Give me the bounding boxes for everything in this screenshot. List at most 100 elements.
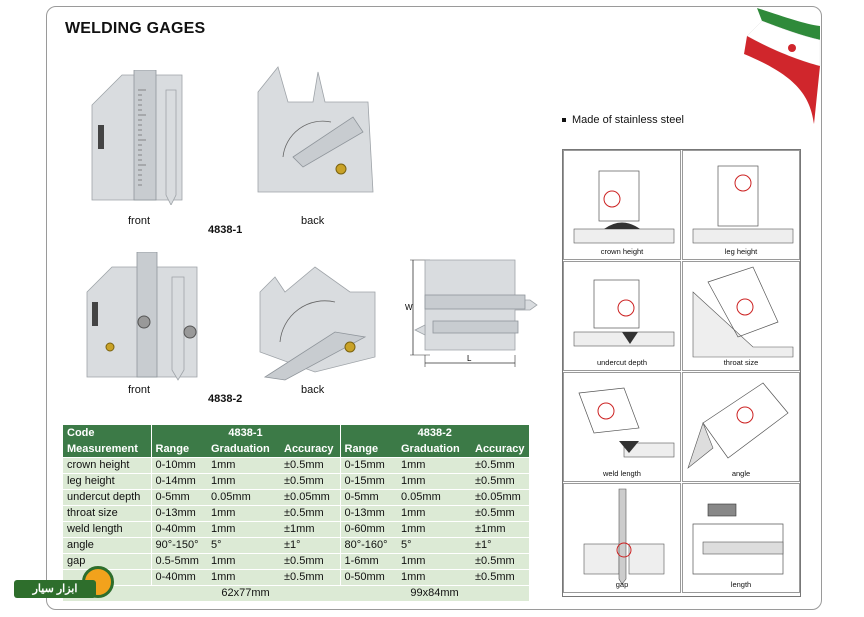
usage-cell: leg height bbox=[682, 150, 800, 260]
usage-cell: length bbox=[682, 483, 800, 593]
table-cell: 0-5mm bbox=[150, 488, 207, 505]
table-cell: 0.05mm bbox=[397, 488, 471, 505]
table-cell: 0-13mm bbox=[150, 504, 207, 521]
set2-back-label: back bbox=[301, 384, 325, 396]
table-cell: 1-6mm bbox=[339, 552, 397, 569]
table-cell: 0-5mm bbox=[339, 488, 397, 505]
table-cell: 0.5-5mm bbox=[150, 552, 207, 569]
usage-cell: throat size bbox=[682, 261, 800, 371]
table-cell: ±0.5mm bbox=[471, 456, 529, 473]
code-4838-2-header: 4838-2 bbox=[339, 425, 529, 441]
table-cell: ±1mm bbox=[471, 520, 529, 537]
usage-caption: crown height bbox=[600, 247, 644, 256]
table-cell: ±1° bbox=[471, 536, 529, 553]
usage-caption: gap bbox=[615, 580, 629, 589]
range-header: Range bbox=[339, 441, 397, 457]
usage-caption: throat size bbox=[723, 358, 759, 367]
shop-logo-text: ابزار سیار bbox=[14, 580, 96, 598]
table-cell: 0-40mm bbox=[150, 568, 207, 585]
table-cell: 1mm bbox=[397, 504, 471, 521]
table-cell: 0-15mm bbox=[339, 472, 397, 489]
usage-caption: weld length bbox=[603, 469, 641, 478]
table-cell: 0-40mm bbox=[150, 520, 207, 537]
usage-cell: gap bbox=[563, 483, 681, 593]
table-cell: 1mm bbox=[207, 472, 280, 489]
usage-cell: undercut depth bbox=[563, 261, 681, 371]
set1-back-label: back bbox=[301, 215, 325, 227]
table-cell: 0-50mm bbox=[339, 568, 397, 585]
table-cell: 1mm bbox=[397, 568, 471, 585]
table-cell: 1mm bbox=[397, 520, 471, 537]
measurement-cell: crown height bbox=[63, 456, 151, 473]
table-cell: ±0.5mm bbox=[471, 552, 529, 569]
graduation-header: Graduation bbox=[207, 441, 280, 457]
spec-table: Code 4838-1 4838-2 Measurement Range Gra… bbox=[63, 425, 529, 601]
set2-front-label: front bbox=[128, 384, 151, 396]
table-cell: 1mm bbox=[397, 552, 471, 569]
table-cell: 80°-160° bbox=[339, 536, 397, 553]
material-note: Made of stainless steel bbox=[562, 114, 684, 126]
table-cell: 90°-150° bbox=[150, 536, 207, 553]
table-subheader-row: Measurement Range Graduation Accuracy Ra… bbox=[63, 441, 529, 457]
table-cell: 1mm bbox=[207, 456, 280, 473]
table-cell: 1mm bbox=[207, 568, 280, 585]
table-cell: 0-15mm bbox=[339, 456, 397, 473]
measurement-cell: undercut depth bbox=[63, 488, 151, 505]
table-cell: 1mm bbox=[397, 456, 471, 473]
usage-caption: leg height bbox=[724, 247, 758, 256]
length-label: L bbox=[467, 354, 472, 363]
flag-ribbon-logo bbox=[744, 8, 821, 124]
dimension-drawing: W L bbox=[405, 259, 538, 367]
table-cell: 0-13mm bbox=[339, 504, 397, 521]
measurement-header: Measurement bbox=[63, 441, 151, 457]
gauge-4838-1-front-image bbox=[91, 70, 183, 205]
measurement-cell: weld length bbox=[63, 520, 151, 537]
gauge-4838-2-back-image bbox=[259, 266, 376, 381]
size-4838-1: 62x77mm bbox=[151, 584, 340, 601]
table-cell: ±0.5mm bbox=[280, 568, 340, 585]
measurement-cell: angle bbox=[63, 536, 151, 553]
table-cell: 0-10mm bbox=[150, 456, 207, 473]
gauge-4838-2-front-image bbox=[86, 252, 198, 381]
bullet-icon bbox=[562, 118, 566, 123]
code-header: Code bbox=[63, 425, 151, 441]
usage-cell: angle bbox=[682, 372, 800, 482]
table-cell: ±1mm bbox=[280, 520, 340, 537]
table-cell: 0.05mm bbox=[207, 488, 280, 505]
table-cell: 1mm bbox=[207, 520, 280, 537]
table-cell: ±0.5mm bbox=[471, 504, 529, 521]
table-header-row: Code 4838-1 4838-2 bbox=[63, 425, 529, 441]
table-cell: 1mm bbox=[397, 472, 471, 489]
usage-caption: undercut depth bbox=[596, 358, 648, 367]
usage-illustrations: crown height leg height undercut depth t… bbox=[562, 149, 801, 597]
table-cell: 5° bbox=[397, 536, 471, 553]
table-cell: ±0.5mm bbox=[280, 456, 340, 473]
shop-logo: ابزار سیار bbox=[14, 566, 114, 606]
set1-front-label: front bbox=[128, 215, 151, 227]
table-cell: ±0.5mm bbox=[280, 472, 340, 489]
table-cell: ±0.5mm bbox=[471, 472, 529, 489]
usage-caption: angle bbox=[731, 469, 751, 478]
table-cell: ±0.5mm bbox=[471, 568, 529, 585]
usage-caption: length bbox=[730, 580, 752, 589]
width-label: W bbox=[405, 303, 413, 312]
table-cell: ±1° bbox=[280, 536, 340, 553]
size-4838-2: 99x84mm bbox=[340, 584, 529, 601]
gauge-4838-1-back-image bbox=[257, 66, 374, 193]
measurement-cell: leg height bbox=[63, 472, 151, 489]
page-title: WELDING GAGES bbox=[65, 20, 206, 37]
table-cell: ±0.05mm bbox=[280, 488, 340, 505]
measurement-cell: gap bbox=[63, 552, 151, 569]
usage-cell: crown height bbox=[563, 150, 681, 260]
set1-code: 4838-1 bbox=[208, 224, 243, 236]
table-cell: 0-60mm bbox=[339, 520, 397, 537]
table-cell: ±0.5mm bbox=[280, 552, 340, 569]
accuracy-header: Accuracy bbox=[471, 441, 529, 457]
